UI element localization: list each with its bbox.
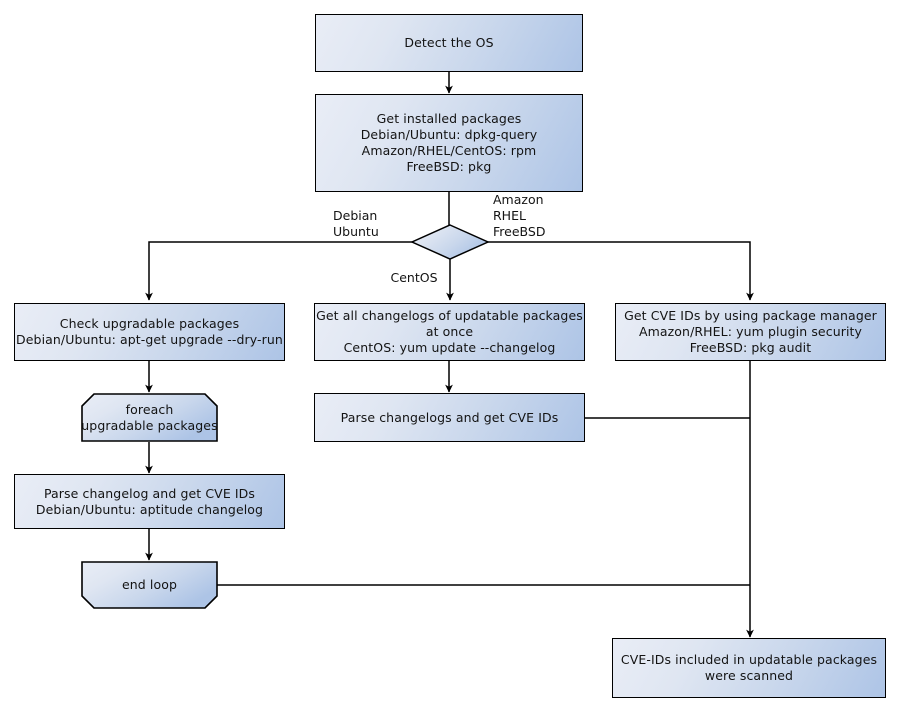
node-get-cve-package-manager: Get CVE IDs by using package manager Ama… [615,303,886,361]
node-parse-changelogs-label: Parse changelogs and get CVE IDs [340,409,559,425]
node-get-all-changelogs-label: Get all changelogs of updatable packages… [316,308,583,355]
node-end-loop-label: end loop [121,577,178,592]
edge-label-debian-ubuntu: Debian Ubuntu [333,208,379,239]
node-detect-os: Detect the OS [315,14,583,72]
loop-end-shape [81,561,218,609]
node-cve-ids-scanned-label: CVE-IDs included in updatable packages w… [620,652,878,683]
edge-decision-left [145,241,413,301]
node-get-all-changelogs: Get all changelogs of updatable packages… [314,303,585,361]
node-foreach-loop-start: foreach upgradable packages [81,393,218,442]
node-get-cve-package-manager-label: Get CVE IDs by using package manager Ama… [624,308,877,355]
node-parse-changelog-single-label: Parse changelog and get CVE IDs Debian/U… [35,485,264,517]
node-parse-changelogs: Parse changelogs and get CVE IDs [314,393,585,442]
node-check-upgradable-packages-label: Check upgradable packages Debian/Ubuntu:… [16,316,283,347]
node-check-upgradable-packages: Check upgradable packages Debian/Ubuntu:… [14,303,285,361]
loop-start-shape [81,393,218,442]
node-detect-os-label: Detect the OS [404,35,494,50]
edge-label-centos: CentOS [390,270,438,285]
node-get-installed-packages: Get installed packages Debian/Ubuntu: dp… [315,94,583,192]
node-get-installed-packages-label: Get installed packages Debian/Ubuntu: dp… [360,111,538,174]
os-decision-diamond [410,224,490,260]
edge-label-amazon-rhel-freebsd: Amazon RHEL FreeBSD [493,192,546,239]
node-parse-changelog-single: Parse changelog and get CVE IDs Debian/U… [14,474,285,529]
edge-decision-right [487,241,754,301]
node-end-loop: end loop [81,561,218,609]
node-cve-ids-scanned: CVE-IDs included in updatable packages w… [612,638,886,698]
node-foreach-loop-start-label: foreach upgradable packages [81,401,218,433]
